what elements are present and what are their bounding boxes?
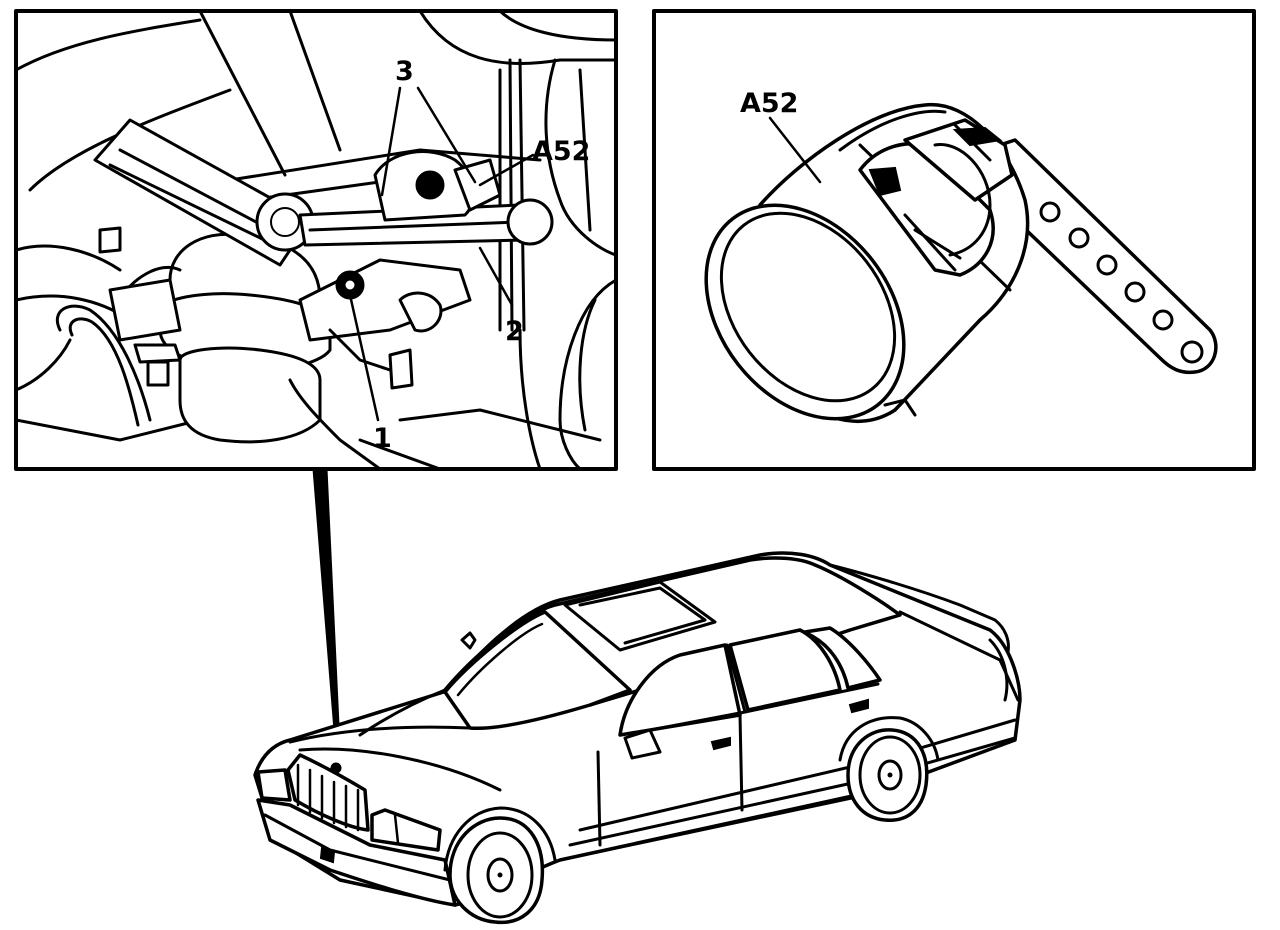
callout-3-label: 3 [395, 56, 414, 87]
level-sensor-a52-drawing [704, 103, 1218, 424]
car-overview-drawing [253, 551, 1022, 925]
rear-wheel [846, 728, 929, 822]
left-detail-panel: 3 A52 2 1 [14, 9, 618, 471]
front-wheel [448, 816, 545, 925]
right-detail-panel: A52 [652, 9, 1256, 471]
callout-2-label: 2 [505, 316, 524, 347]
callout-a52-label: A52 [532, 136, 590, 167]
callout-a52-right-label: A52 [740, 88, 798, 119]
callout-1-label: 1 [373, 423, 392, 454]
location-pointer [312, 468, 342, 769]
